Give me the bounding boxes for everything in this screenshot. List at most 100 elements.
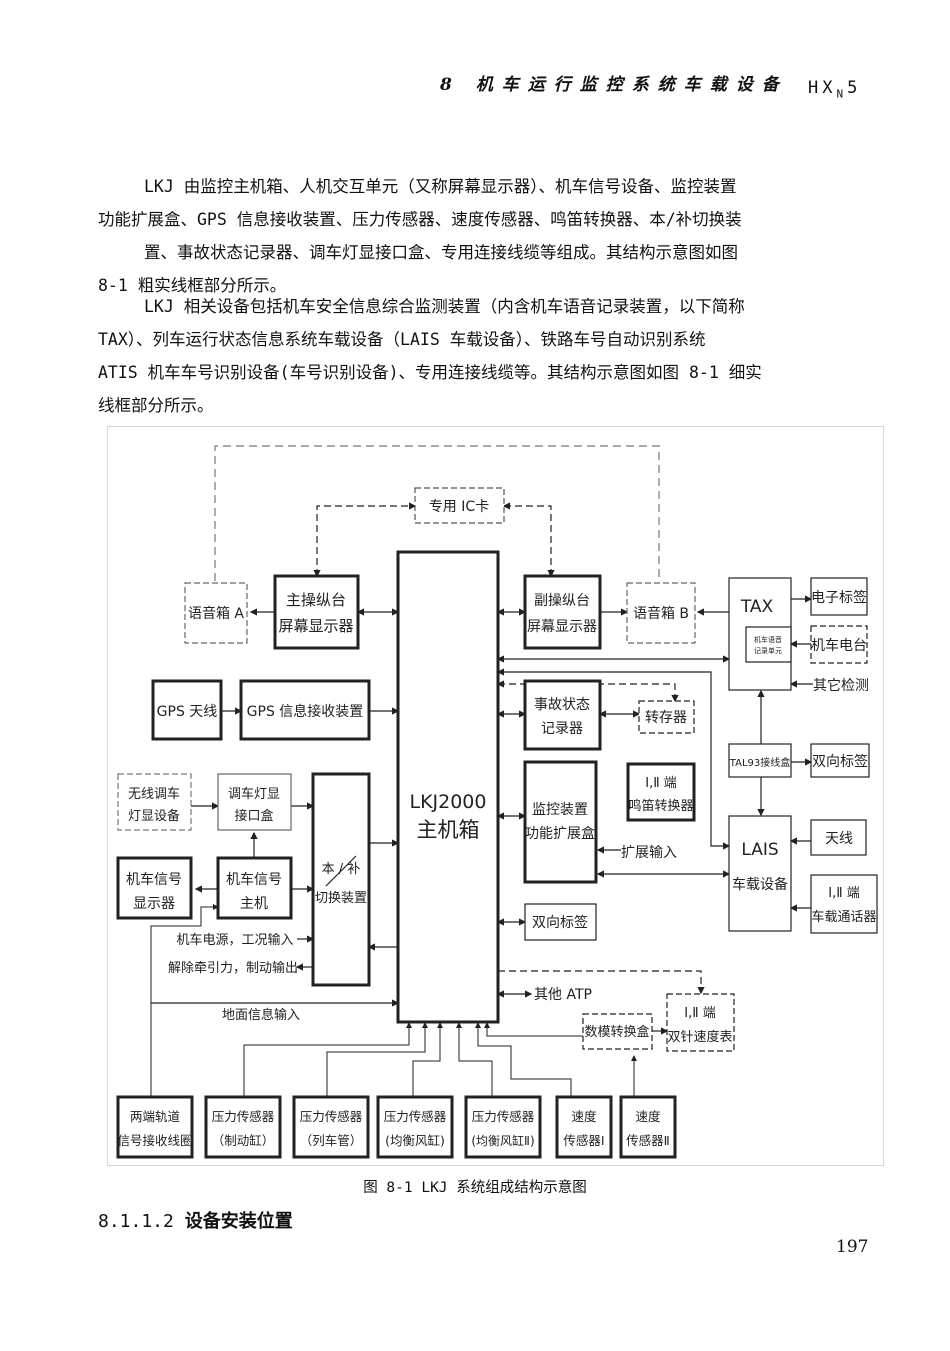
switch-slash [325, 855, 357, 887]
box-e-tag [810, 577, 868, 616]
box-pressure-brake [204, 1095, 282, 1159]
label-intercom-1: Ⅰ,Ⅱ 端 [828, 886, 860, 901]
label-wireless-1: 无线调车 [128, 786, 180, 802]
label-wireless-2: 灯显设备 [128, 808, 180, 824]
label-lais-1: LAIS [741, 840, 778, 860]
label-shunt-1: 调车灯显 [228, 786, 280, 802]
paragraph-line: LKJ 由监控主机箱、人机交互单元（又称屏幕显示器）、机车信号设备、监控装置 [144, 177, 737, 196]
model-suffix: 5 [847, 78, 862, 98]
box-ic-card [414, 487, 505, 524]
box-wireless-shunt [117, 773, 192, 831]
box-pressure-train [292, 1095, 370, 1159]
label-track-coil-1: 两端轨道 [130, 1109, 181, 1124]
label-traction-output: 解除牵引力，制动输出 [168, 960, 298, 976]
box-pressure-eq2 [464, 1095, 542, 1159]
box-speedometer [666, 993, 735, 1052]
box-whistle-converter [626, 762, 696, 822]
section-heading: 8.1.1.2 设备安装位置 [98, 1207, 293, 1233]
chapter-header-title: 8 机车运行监控系统车载设备 [440, 75, 788, 95]
label-tal93: TAL93接线盒 [729, 756, 790, 769]
ic-link-main [313, 502, 417, 578]
paragraph-lkj-components: LKJ 由监控主机箱、人机交互单元（又称屏幕显示器）、机车信号设备、监控装置 功… [98, 170, 870, 302]
label-whistle-2: 鸣笛转换器 [628, 798, 693, 814]
box-switch-device [311, 772, 371, 987]
label-e-tag: 电子标签 [811, 589, 867, 606]
label-tax-sub-2: 记录单元 [754, 646, 782, 655]
label-speed1-1: 速度 [571, 1109, 597, 1124]
box-radio [810, 625, 868, 664]
label-p-train-1: 压力传感器 [300, 1109, 363, 1124]
box-lkj-main [396, 550, 500, 1024]
label-accident-2: 记录器 [541, 721, 583, 737]
box-accident-recorder [523, 679, 602, 751]
label-p-eq-1: 压力传感器 [384, 1109, 447, 1124]
figure-caption: 图 8-1 LKJ 系统组成结构示意图 [363, 1180, 587, 1196]
box-gps-receiver [239, 679, 371, 741]
voice-link-dashed [214, 445, 660, 581]
box-monitor-ext [523, 760, 598, 884]
box-shunt-interface [217, 773, 292, 831]
label-gps-antenna: GPS 天线 [157, 704, 218, 720]
label-speedometer-2: 双针速度表 [667, 1029, 732, 1045]
section-number: 8.1.1.2 [98, 1211, 174, 1232]
paragraph-line: LKJ 相关设备包括机车安全信息综合监测装置（内含机车语音记录装置，以下简称 [144, 297, 745, 316]
paragraph-line: 置、事故状态记录器、调车灯显接口盒、专用连接线缆等组成。其结构示意图如图 [144, 243, 738, 262]
model-subscript: N [836, 87, 848, 101]
label-accident-1: 事故状态 [534, 697, 590, 713]
label-signal-host-1: 机车信号 [226, 871, 282, 888]
label-tax: TAX [740, 597, 774, 617]
label-speed1-2: 传感器Ⅰ [563, 1133, 604, 1148]
label-p-eq2-2: (均衡风缸Ⅱ) [471, 1133, 534, 1148]
model-main: HX [808, 78, 837, 98]
box-lais [728, 815, 792, 932]
paragraph-line: 8-1 粗实线框部分所示。 [98, 276, 287, 295]
label-ground-input: 地面信息输入 [222, 1007, 300, 1023]
box-bidir-tag-center [524, 903, 597, 941]
box-da-converter [582, 1013, 653, 1050]
label-speedometer-1: Ⅰ,Ⅱ 端 [684, 1006, 716, 1021]
box-antenna [810, 819, 867, 856]
box-speed-sensor-2 [619, 1095, 677, 1159]
label-signal-display-2: 显示器 [133, 896, 175, 912]
label-voice-a: 语音箱 A [188, 605, 244, 622]
label-lais-2: 车载设备 [732, 876, 788, 893]
box-bidir-tag-right [810, 743, 870, 778]
label-aux-display-1: 副操纵台 [534, 593, 590, 609]
box-main-display [273, 574, 360, 650]
page-number: 197 [836, 1237, 869, 1257]
label-track-coil-2: 信号接收线圈 [117, 1133, 192, 1148]
label-p-brake-2: （制动缸） [212, 1133, 275, 1148]
box-aux-display [523, 574, 602, 650]
label-p-eq2-1: 压力传感器 [472, 1109, 535, 1124]
paragraph-line: TAX）、列车运行状态信息系统车载设备（LAIS 车载设备）、铁路车号自动识别系… [98, 330, 706, 349]
box-track-coil [116, 1095, 194, 1159]
box-intercom [810, 874, 878, 934]
label-signal-host-2: 主机 [240, 896, 268, 912]
section-title: 设备安装位置 [184, 1211, 293, 1232]
locomotive-model: HXN5 [808, 78, 861, 100]
box-voice-a [184, 582, 248, 644]
label-p-train-2: （列车管） [300, 1133, 363, 1148]
label-monitor-ext-2: 功能扩展盒 [525, 825, 595, 842]
box-signal-display [116, 856, 193, 920]
label-whistle-1: Ⅰ,Ⅱ 端 [645, 776, 677, 791]
label-bidir-tag-right: 双向标签 [812, 753, 868, 770]
box-gps-antenna [151, 679, 223, 741]
box-signal-host [216, 856, 293, 920]
label-tax-sub-1: 机车语音 [754, 635, 782, 644]
box-voice-b [626, 582, 696, 644]
structure-diagram: 专用 IC卡 语音箱 A 主操纵台 屏幕显示器 LKJ2000 主机箱 副操纵台… [116, 445, 878, 1159]
label-radio: 机车电台 [811, 637, 867, 654]
label-intercom-2: 车载通话器 [811, 909, 876, 925]
paragraph-line: 功能扩展盒、GPS 信息接收装置、压力传感器、速度传感器、鸣笛转换器、本/补切换… [98, 210, 742, 229]
box-pressure-eq [376, 1095, 454, 1159]
label-speed2-2: 传感器Ⅱ [626, 1133, 670, 1148]
box-transfer [638, 700, 695, 734]
box-tal93 [728, 743, 792, 778]
ic-link-aux [502, 502, 555, 578]
label-signal-display-1: 机车信号 [126, 871, 182, 888]
label-p-brake-1: 压力传感器 [212, 1109, 275, 1124]
paragraph-line: 线框部分所示。 [98, 396, 214, 415]
label-power-input: 机车电源，工况输入 [176, 932, 293, 948]
box-speed-sensor-1 [555, 1095, 613, 1159]
